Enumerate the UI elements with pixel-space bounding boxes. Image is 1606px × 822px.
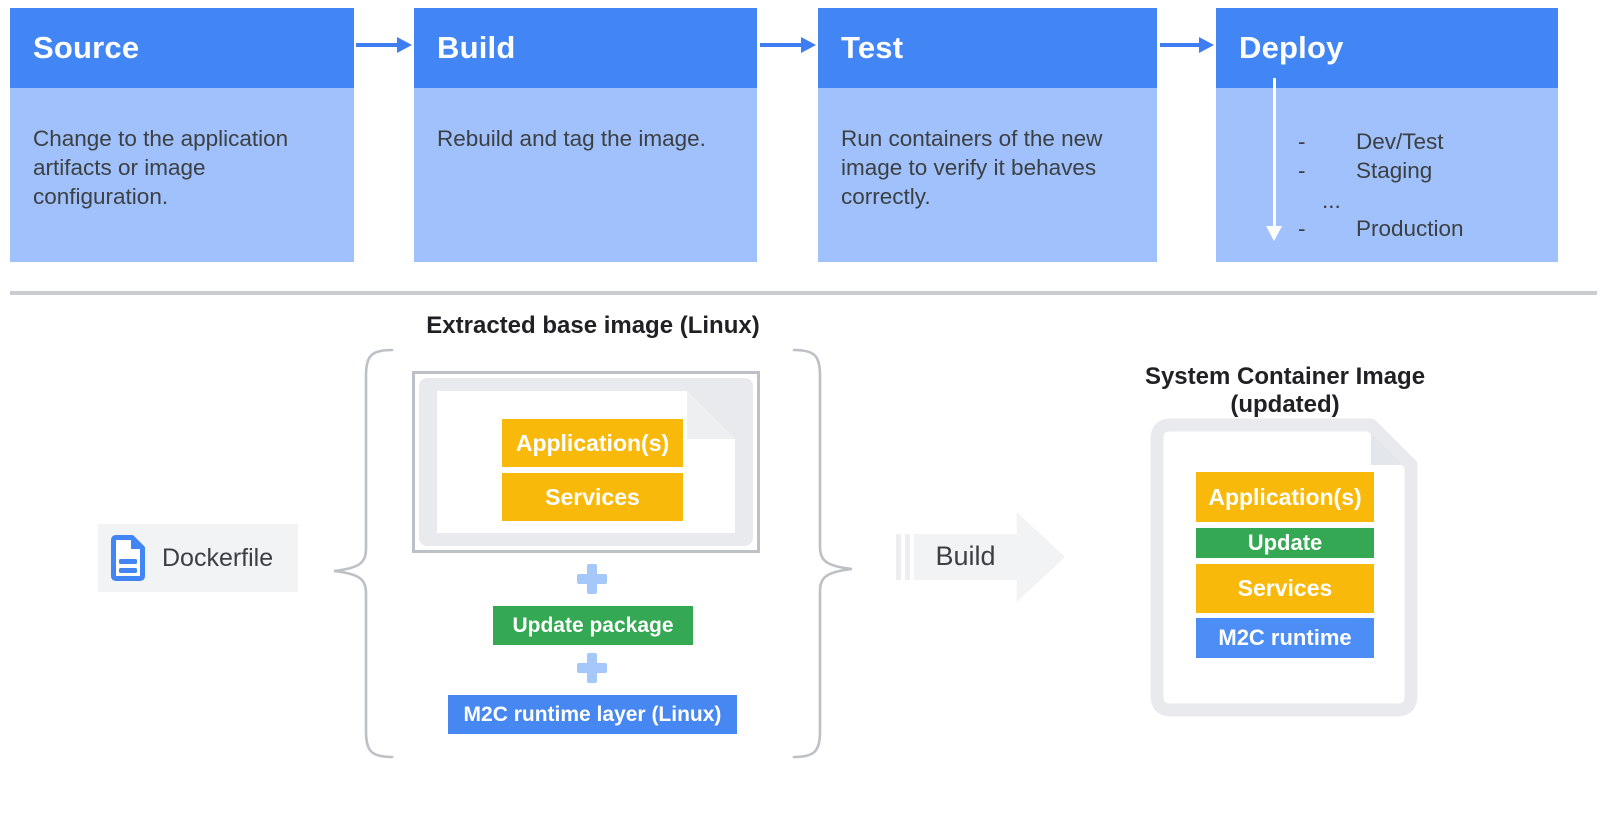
stage-test-title: Test [818,8,1157,88]
bullet-dash: - [1298,158,1306,183]
m2c-runtime-layer-box: M2C runtime layer (Linux) [448,695,737,734]
deploy-env-dev-test: - Dev/Test [1298,129,1444,155]
plus-icon [577,653,607,683]
right-brace-icon [792,348,853,759]
left-brace-icon [333,348,394,759]
speed-line-icon [905,534,910,580]
base-layer-applications: Application(s) [502,419,683,467]
stage-build-title: Build [414,8,757,88]
deploy-env-label: Dev/Test [1356,129,1444,154]
arrow-source-to-build-icon [356,37,412,53]
deploy-env-ellipsis: ... [1322,188,1341,214]
arrow-build-to-test-icon [760,37,816,53]
result-layer-services: Services [1196,564,1374,613]
stage-source: Source Change to the application artifac… [10,8,354,262]
result-layer-m2c-runtime: M2C runtime [1196,618,1374,658]
result-layer-applications: Application(s) [1196,472,1374,522]
deploy-env-label: Staging [1356,158,1433,183]
deploy-env-label: Production [1356,216,1464,241]
stage-test-description: Run containers of the new image to verif… [818,88,1157,262]
deploy-env-production: - Production [1298,216,1464,242]
result-layer-update: Update [1196,528,1374,558]
stage-test: Test Run containers of the new image to … [818,8,1157,262]
section-divider [10,291,1597,295]
stage-source-title: Source [10,8,354,88]
stage-deploy-title: Deploy [1216,8,1558,88]
base-layer-services: Services [502,473,683,521]
update-package-box: Update package [493,606,693,645]
speed-line-icon [896,534,901,580]
dockerfile-chip: Dockerfile [98,524,298,592]
dockerfile-document-icon [111,535,145,581]
system-container-image-title: System Container Image (updated) [1144,363,1426,418]
bullet-dash: - [1298,216,1306,241]
build-arrow-label: Build [935,541,996,571]
stage-source-description: Change to the application artifacts or i… [10,88,354,262]
bullet-dash: - [1298,129,1306,154]
stage-build-description: Rebuild and tag the image. [414,88,757,262]
extracted-base-image-title: Extracted base image (Linux) [426,312,760,339]
folded-corner-icon [1371,433,1403,465]
plus-icon [577,564,607,594]
dockerfile-label: Dockerfile [162,543,274,572]
folded-corner-icon [687,391,735,439]
arrow-test-to-deploy-icon [1160,37,1214,53]
stage-build: Build Rebuild and tag the image. [414,8,757,262]
deploy-down-arrow-icon [1266,78,1282,241]
deploy-env-label: ... [1322,188,1341,213]
deploy-env-staging: - Staging [1298,158,1432,184]
